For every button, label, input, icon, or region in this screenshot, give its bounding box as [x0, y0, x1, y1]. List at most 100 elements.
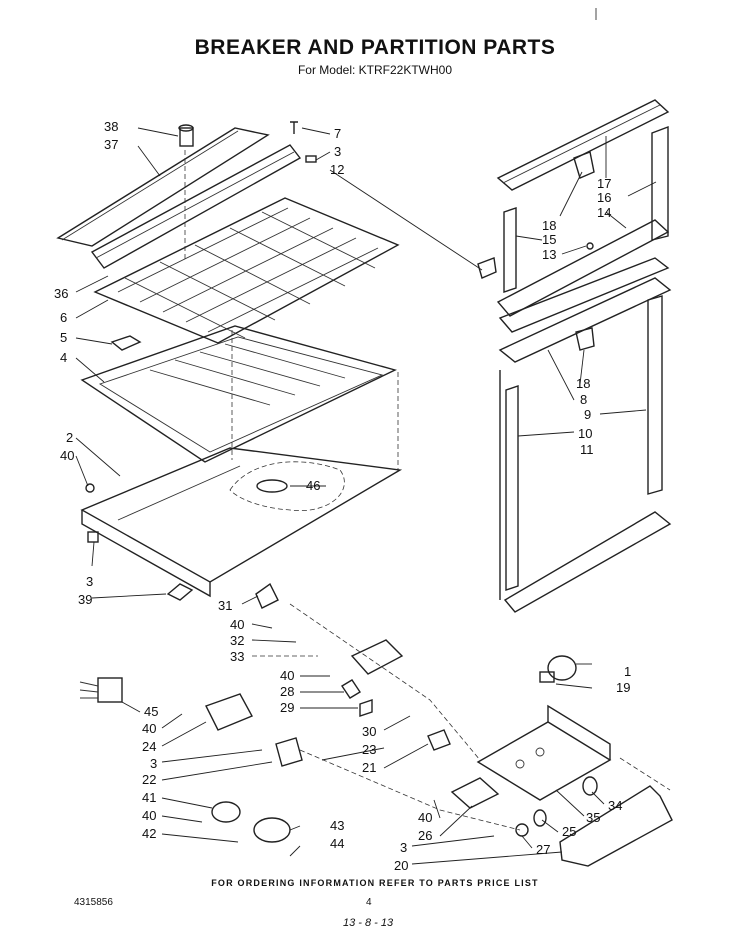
top-trim-strip: [56, 127, 270, 247]
thermostat-24: [205, 693, 253, 731]
bracket-18-upper: [573, 151, 595, 179]
bracket-18-lower: [575, 327, 595, 351]
callout-20: 20: [394, 858, 408, 873]
callout-40: 40: [142, 808, 156, 823]
callout-3: 3: [334, 144, 341, 159]
shelf-grid-6: [93, 197, 400, 344]
callout-29: 29: [280, 700, 294, 715]
callout-22: 22: [142, 772, 156, 787]
bulb-1: [539, 655, 577, 683]
callout-11: 11: [580, 442, 594, 457]
callout-26: 26: [418, 828, 432, 843]
callout-44: 44: [330, 836, 344, 851]
callout-3: 3: [150, 756, 157, 771]
callout-30: 30: [362, 724, 376, 739]
clip-3-left: [87, 531, 99, 543]
screw-7: [290, 121, 298, 134]
damper-31: [255, 582, 279, 609]
bracket-26: [450, 777, 500, 809]
callout-9: 9: [584, 407, 591, 422]
screw-13: [586, 242, 594, 250]
clamp-41: [211, 801, 241, 823]
callout-15: 15: [542, 232, 556, 247]
callout-40: 40: [230, 617, 244, 632]
callout-31: 31: [218, 598, 232, 613]
socket-34: [582, 776, 598, 796]
callout-39: 39: [78, 592, 92, 607]
callout-labels: 38 37 7 3 12 36 6 5 4 2 40 46 3 39 17 16…: [54, 119, 631, 873]
side-trim-16: [651, 125, 669, 241]
ordering-note: FOR ORDERING INFORMATION REFER TO PARTS …: [211, 878, 539, 888]
document-number: 4315856: [74, 897, 113, 908]
light-housing-bracket: [476, 704, 612, 801]
switch-22: [275, 737, 303, 767]
callout-40: 40: [418, 810, 432, 825]
callout-12: 12: [330, 162, 344, 177]
callout-3: 3: [400, 840, 407, 855]
side-gasket-10: [505, 385, 519, 591]
foam-pad-46: [229, 461, 345, 512]
callout-27: 27: [536, 842, 550, 857]
clip-3-top: [305, 155, 317, 163]
plug-27: [515, 823, 529, 837]
end-cap-38: [178, 124, 194, 147]
callout-18: 18: [542, 218, 556, 233]
callout-18: 18: [576, 376, 590, 391]
callout-28: 28: [280, 684, 294, 699]
page-title: BREAKER AND PARTITION PARTS: [194, 36, 556, 59]
divider-14: [496, 219, 670, 333]
shelf-frame-4: [80, 325, 397, 463]
callout-3: 3: [86, 574, 93, 589]
callout-34: 34: [608, 798, 622, 813]
trim-17-top: [496, 99, 670, 191]
connector-45: [79, 677, 123, 703]
knob-43: [253, 817, 291, 843]
callout-41: 41: [142, 790, 156, 805]
model-line: For Model: KTRF22KTWH00: [297, 63, 453, 77]
callout-35: 35: [586, 810, 600, 825]
callout-2: 2: [66, 430, 73, 445]
vertical-guide-lines: [184, 150, 399, 470]
callout-40: 40: [142, 721, 156, 736]
callout-43: 43: [330, 818, 344, 833]
callout-16: 16: [597, 190, 611, 205]
callout-36: 36: [54, 286, 68, 301]
callout-25: 25: [562, 824, 576, 839]
callout-10: 10: [578, 426, 592, 441]
mullion-frame: [498, 277, 672, 613]
switch-housing-28: [341, 639, 404, 699]
bottom-partition-2: [80, 447, 403, 598]
hinge-clip-12: [477, 257, 497, 279]
leader-lines: [75, 127, 657, 865]
left-trim-15: [503, 207, 517, 293]
top-breaker-strip: [90, 144, 302, 269]
callout-40: 40: [280, 668, 294, 683]
callout-32: 32: [230, 633, 244, 648]
callout-1: 1: [624, 664, 631, 679]
callout-38: 38: [104, 119, 118, 134]
callout-8: 8: [580, 392, 587, 407]
date-mark: 13 - 8 - 13: [343, 917, 394, 929]
callout-5: 5: [60, 330, 67, 345]
callout-19: 19: [616, 680, 630, 695]
callout-6: 6: [60, 310, 67, 325]
callout-45: 45: [144, 704, 158, 719]
lens-cover-20: [559, 757, 673, 867]
callout-17: 17: [597, 176, 611, 191]
callout-42: 42: [142, 826, 156, 841]
callout-23: 23: [362, 742, 376, 757]
retainer-5: [110, 335, 142, 351]
callout-14: 14: [597, 205, 611, 220]
page-number: 4: [366, 897, 372, 908]
side-gasket-9: [647, 295, 663, 495]
bracket-39: [166, 583, 194, 601]
callout-40: 40: [60, 448, 74, 463]
switch-21: [427, 729, 451, 751]
screw-40-left: [85, 483, 95, 493]
callout-21: 21: [362, 760, 376, 775]
callout-13: 13: [542, 247, 556, 262]
callout-4: 4: [60, 350, 67, 365]
wiring-harness: [289, 603, 521, 831]
callout-37: 37: [104, 137, 118, 152]
